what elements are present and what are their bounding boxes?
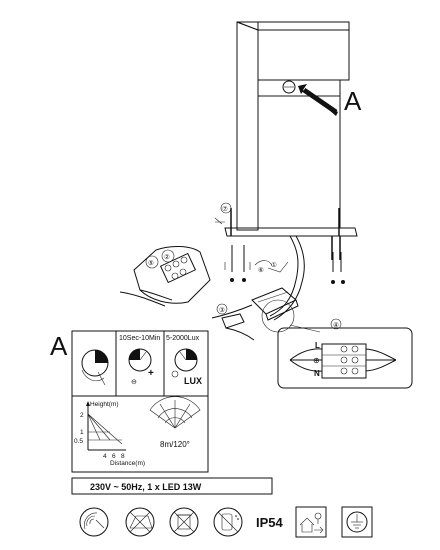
- icon-row: IP54: [79, 506, 373, 538]
- step-2-label: ②: [164, 253, 170, 261]
- step-7-label: ⑦: [222, 205, 228, 213]
- y-tick-0-5: 0.5: [74, 438, 83, 445]
- x-tick-4: 4: [103, 453, 107, 460]
- time-plus-symbol: +: [148, 368, 154, 379]
- lux-setting-label: 5-2000Lux: [166, 335, 200, 342]
- lamp-post: [224, 21, 358, 260]
- wire-earth-label: ⊕: [313, 356, 320, 365]
- wire-live-label: L: [315, 341, 320, 350]
- wiring-detail-box: [277, 318, 413, 389]
- no-bin-disposal-icon: [169, 507, 199, 537]
- distance-axis-label: Distance(m): [110, 460, 145, 467]
- power-spec-box: [71, 477, 273, 495]
- sensor-settings-panel: [71, 330, 209, 397]
- x-tick-6: 6: [112, 453, 116, 460]
- step-1-label: ①: [271, 261, 277, 269]
- callout-detail-label: A: [50, 331, 68, 361]
- wall-anchors: [224, 245, 345, 284]
- no-covering-icon: [125, 507, 155, 537]
- height-axis-label: Height(m): [90, 401, 119, 408]
- step-6-label: ⑥: [258, 266, 264, 274]
- callout-arrow-label: A: [344, 86, 362, 116]
- lux-word: LUX: [184, 376, 202, 386]
- motion-sensor-icon: [79, 507, 109, 537]
- ip-rating-icon: IP54: [256, 515, 284, 530]
- step-5-label: ⑤: [148, 259, 154, 267]
- y-tick-2: 2: [80, 412, 84, 419]
- wire-neutral-label: N: [314, 369, 320, 378]
- earth-ground-icon: [341, 506, 373, 538]
- time-minus-symbol: ⊖: [131, 379, 137, 386]
- lamp-house-icon: [295, 506, 327, 538]
- detection-fan-icon: [149, 396, 201, 429]
- x-tick-8: 8: [121, 453, 125, 460]
- connector-detail: [119, 246, 211, 307]
- junction-box: [211, 287, 299, 341]
- detection-range-panel: [71, 395, 209, 473]
- detection-range-label: 8m/120°: [160, 440, 190, 449]
- step-3-label: ③: [219, 306, 225, 314]
- no-spray-icon: [213, 507, 243, 537]
- time-setting-label: 10Sec-10Min: [119, 335, 160, 342]
- step-4-label: ④: [333, 321, 339, 329]
- power-spec-text: 230V ~ 50Hz, 1 x LED 13W: [90, 482, 202, 492]
- y-tick-1: 1: [80, 429, 84, 436]
- sensor-pointer-arrow: [298, 84, 338, 116]
